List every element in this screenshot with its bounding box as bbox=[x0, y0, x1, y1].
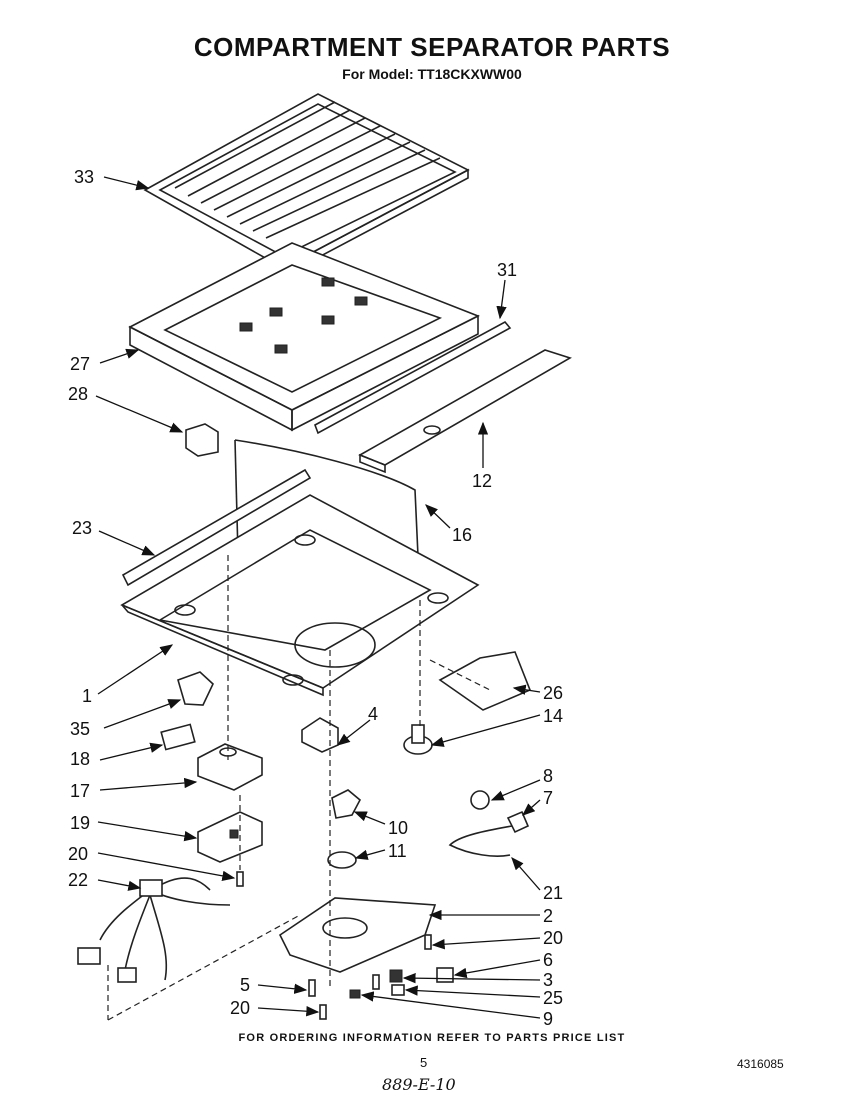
callout-20-a: 20 bbox=[68, 844, 88, 864]
part-31-strip bbox=[314, 320, 512, 435]
part-28-block bbox=[185, 423, 219, 457]
model-subtitle: For Model: TT18CKXWW00 bbox=[342, 66, 522, 82]
callout-27: 27 bbox=[70, 354, 90, 374]
part-1-separator-tray bbox=[120, 494, 480, 697]
callout-21: 21 bbox=[543, 883, 563, 903]
part-27-frame bbox=[128, 242, 480, 432]
callout-23: 23 bbox=[72, 518, 92, 538]
callout-18: 18 bbox=[70, 749, 90, 769]
part-35-bracket bbox=[177, 671, 214, 706]
callout-2: 2 bbox=[543, 906, 553, 926]
part-9-plug bbox=[349, 989, 361, 999]
part-7-socket bbox=[506, 810, 530, 834]
callout-10: 10 bbox=[388, 818, 408, 838]
part-12-channel bbox=[358, 349, 572, 474]
assembly-guide-lines bbox=[107, 555, 491, 1021]
part-8-bulb bbox=[470, 790, 490, 810]
page-title: COMPARTMENT SEPARATOR PARTS bbox=[193, 32, 671, 62]
part-18-gasket bbox=[160, 723, 196, 751]
callout-8: 8 bbox=[543, 766, 553, 786]
screw-icon bbox=[236, 871, 432, 1020]
callout-33: 33 bbox=[74, 167, 94, 187]
part-4-hinge bbox=[301, 717, 339, 753]
callout-9: 9 bbox=[543, 1009, 553, 1029]
callout-31: 31 bbox=[497, 260, 517, 280]
ordering-note: FOR ORDERING INFORMATION REFER TO PARTS … bbox=[238, 1032, 626, 1044]
callout-12: 12 bbox=[472, 471, 492, 491]
callout-3: 3 bbox=[543, 970, 553, 990]
part-26-insulation bbox=[438, 651, 532, 711]
callout-6: 6 bbox=[543, 950, 553, 970]
callout-28: 28 bbox=[68, 384, 88, 404]
part-11-cap bbox=[327, 851, 357, 869]
page-number: 5 bbox=[420, 1055, 428, 1070]
callout-labels: 33 31 27 28 12 23 16 1 26 35 4 14 18 17 … bbox=[68, 167, 563, 1029]
part-16-wire bbox=[234, 439, 421, 601]
callout-19: 19 bbox=[70, 813, 90, 833]
callout-4: 4 bbox=[368, 704, 378, 724]
part-10-switch bbox=[331, 789, 362, 819]
callout-26: 26 bbox=[543, 683, 563, 703]
part-3-clip bbox=[389, 969, 403, 983]
part-14-foot bbox=[403, 724, 433, 755]
part-19-control bbox=[197, 811, 263, 863]
part-21-wire bbox=[448, 825, 513, 857]
callout-17: 17 bbox=[70, 781, 90, 801]
part-23-strip bbox=[121, 468, 312, 587]
callout-14: 14 bbox=[543, 706, 563, 726]
handwritten-note: 889-E-10 bbox=[382, 1075, 456, 1094]
callout-16: 16 bbox=[452, 525, 472, 545]
callout-22: 22 bbox=[68, 870, 88, 890]
leader-lines bbox=[95, 176, 541, 1019]
callout-1: 1 bbox=[82, 686, 92, 706]
part-6-lens bbox=[436, 967, 454, 983]
callout-20-c: 20 bbox=[230, 998, 250, 1018]
callout-25: 25 bbox=[543, 988, 563, 1008]
part-25-clip bbox=[391, 984, 405, 996]
callout-20-b: 20 bbox=[543, 928, 563, 948]
part-22-wiring-harness bbox=[77, 877, 231, 983]
callout-5: 5 bbox=[240, 975, 250, 995]
callout-7: 7 bbox=[543, 788, 553, 808]
part-2-housing bbox=[278, 897, 437, 973]
document-number: 4316085 bbox=[737, 1057, 784, 1071]
callout-35: 35 bbox=[70, 719, 90, 739]
callout-11: 11 bbox=[388, 841, 407, 861]
part-17-housing bbox=[197, 743, 263, 791]
